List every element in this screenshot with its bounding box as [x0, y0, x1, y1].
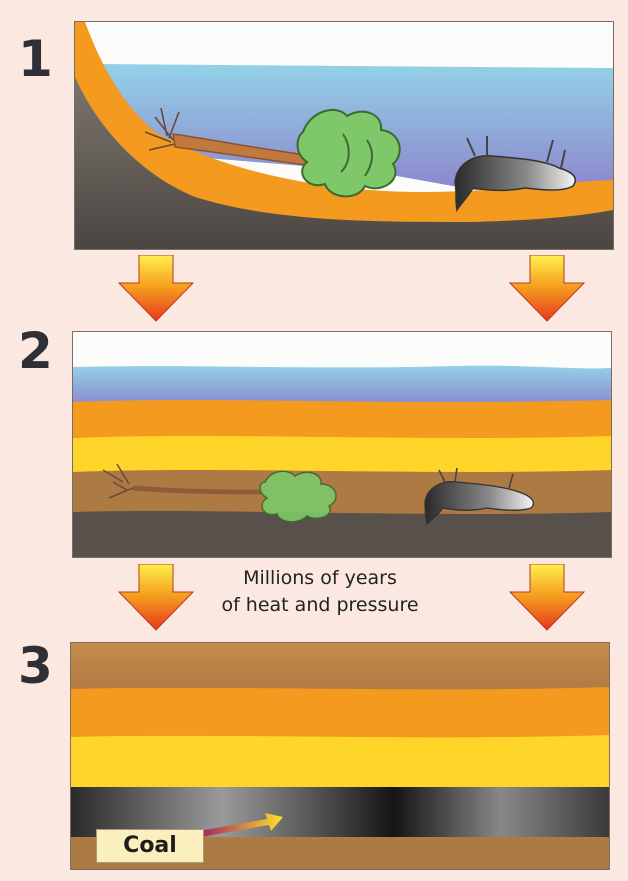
panel-step-2	[72, 331, 612, 558]
step-number-1: 1	[18, 34, 53, 84]
layer-orange	[73, 400, 611, 440]
layer-yellow	[73, 436, 611, 475]
bedrock	[73, 511, 611, 557]
arrow-down-left-1	[117, 255, 195, 323]
caption-line-2: of heat and pressure	[180, 592, 460, 619]
arrow-down-right-1	[508, 255, 586, 323]
stage-1-illustration	[75, 22, 613, 249]
arrow-down-right-2	[508, 564, 586, 632]
process-caption: Millions of years of heat and pressure	[180, 565, 460, 619]
layer-orange	[71, 687, 609, 740]
panel-step-1	[74, 21, 614, 250]
caption-line-1: Millions of years	[180, 565, 460, 592]
layer-yellow	[71, 735, 609, 790]
stage-2-illustration	[73, 332, 611, 557]
step-number-2: 2	[18, 326, 53, 376]
layer-top-brown	[71, 643, 609, 691]
coal-label: Coal	[96, 829, 204, 863]
step-number-3: 3	[18, 641, 53, 691]
